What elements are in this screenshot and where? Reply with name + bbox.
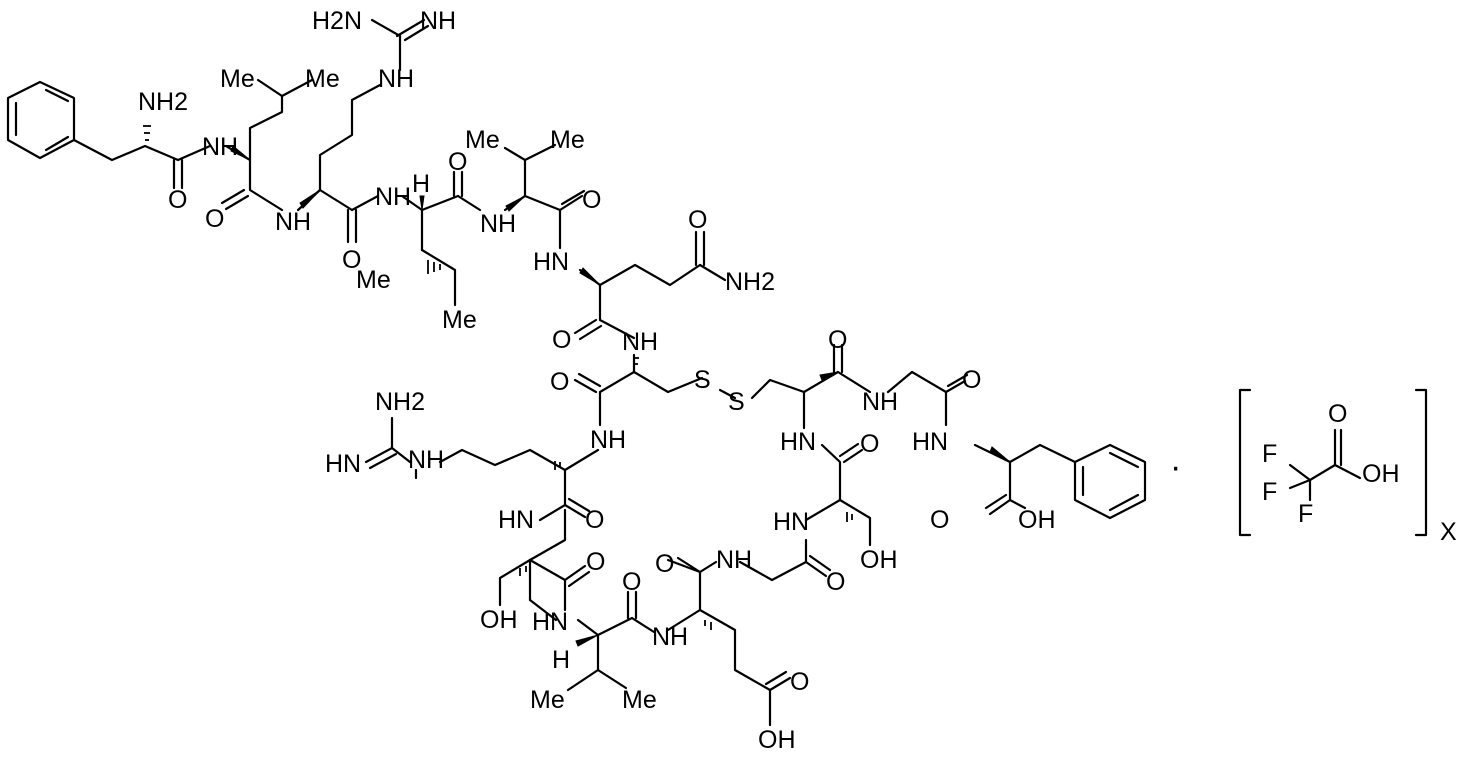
label-o-phe2: O xyxy=(930,506,949,534)
stereo-bonds xyxy=(143,125,1011,647)
label-nh-guan1-top: NH xyxy=(420,7,456,35)
label-me-leu-a: Me xyxy=(220,65,255,93)
label-o-gln: O xyxy=(552,326,571,354)
label-me-val1-b: Me xyxy=(550,126,585,154)
label-o-glu-side: O xyxy=(790,668,809,696)
label-nh2-phe: NH2 xyxy=(138,88,188,116)
label-o-leu: O xyxy=(205,205,224,233)
label-o-phe: O xyxy=(168,186,187,214)
label-oh-ser1: OH xyxy=(480,606,518,634)
label-me-ile-a: Me xyxy=(356,266,391,294)
label-f1: F xyxy=(1262,440,1277,468)
label-oh-ser2: OH xyxy=(860,546,898,574)
label-hn-guan2: HN xyxy=(325,450,361,478)
atom-labels: NH2 O NH Me Me O NH H2N NH NH O NH H Me … xyxy=(138,7,1056,754)
label-hn-phe2: HN xyxy=(912,428,948,456)
label-h2n-guan1: H2N xyxy=(312,7,362,35)
label-nh-leu: NH xyxy=(202,133,238,161)
label-oh-phe2: OH xyxy=(1018,506,1056,534)
label-oh-glu-side: OH xyxy=(758,726,796,754)
label-o-arg1: O xyxy=(342,246,361,274)
label-o-gly1: O xyxy=(962,366,981,394)
label-s2: S xyxy=(728,388,745,416)
label-hn-cys2: HN xyxy=(780,428,816,456)
label-h-ile: H xyxy=(412,170,430,198)
label-nh-guan2: NH xyxy=(408,446,444,474)
label-nh-ile: NH xyxy=(375,183,411,211)
label-nh2-gln: NH2 xyxy=(725,268,775,296)
label-tfa-o: O xyxy=(1328,400,1347,428)
label-hn-gln: HN xyxy=(533,248,569,276)
label-o-val2: O xyxy=(622,568,641,596)
label-nh-guan1-side: NH xyxy=(378,65,414,93)
label-o-ser1: O xyxy=(586,548,605,576)
label-o-arg2: O xyxy=(585,506,604,534)
label-o-ser2: O xyxy=(860,430,879,458)
label-o-cys1: O xyxy=(550,368,569,396)
label-o-ile: O xyxy=(448,148,467,176)
label-hn-val2: HN xyxy=(532,608,568,636)
label-hn-ser1: HN xyxy=(498,506,534,534)
label-o-gly2: O xyxy=(826,568,845,596)
label-me-ile-b: Me xyxy=(442,306,477,334)
label-f2: F xyxy=(1262,478,1277,506)
label-me-val1-a: Me xyxy=(465,126,500,154)
label-nh-glu: NH xyxy=(652,623,688,651)
label-tfa-oh: OH xyxy=(1362,460,1400,488)
label-nh-gly2: NH xyxy=(716,546,752,574)
label-multiplier: X xyxy=(1440,518,1457,546)
label-me-val2-a: Me xyxy=(530,686,565,714)
label-nh-cys1: NH xyxy=(622,328,658,356)
trifluoroacetate-salt: · F F F O OH X xyxy=(1170,400,1457,546)
label-o-glu: O xyxy=(655,550,674,578)
label-me-leu-b: Me xyxy=(305,65,340,93)
label-nh2-guan2: NH2 xyxy=(375,388,425,416)
label-me-val2-b: Me xyxy=(622,686,657,714)
label-nh-arg2: NH xyxy=(590,426,626,454)
label-h-val2: H xyxy=(552,646,570,674)
label-nh-val1: NH xyxy=(480,210,516,238)
label-hn-ser2: HN xyxy=(773,508,809,536)
salt-dot: · xyxy=(1170,448,1181,486)
label-o-gln-side: O xyxy=(688,206,707,234)
bond-skeleton xyxy=(6,18,1428,727)
label-o-val1: O xyxy=(582,186,601,214)
label-o-cys2: O xyxy=(828,326,847,354)
label-f3: F xyxy=(1298,500,1313,528)
label-nh-gly1: NH xyxy=(862,388,898,416)
label-s1: S xyxy=(694,366,711,394)
label-nh-arg: NH xyxy=(275,208,311,236)
